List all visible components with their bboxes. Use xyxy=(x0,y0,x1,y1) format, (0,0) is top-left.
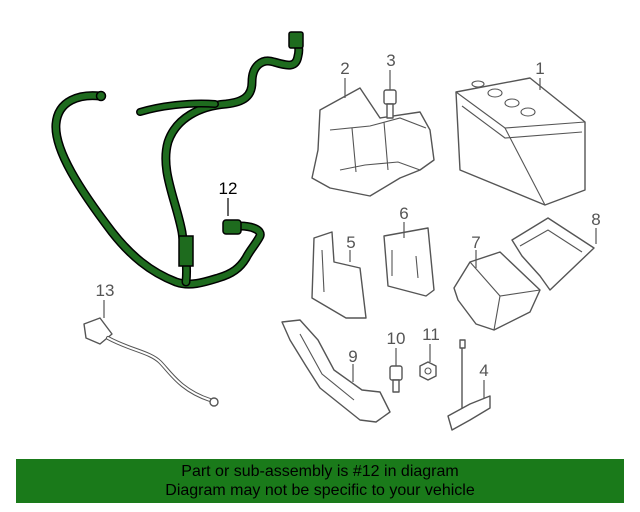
battery-cover-part-7 xyxy=(453,251,541,331)
insulation-panel-part-8 xyxy=(511,217,595,291)
callout-10: 10 xyxy=(387,329,406,348)
banner-line-1: Part or sub-assembly is #12 in diagram xyxy=(181,463,459,480)
bolt-part-10 xyxy=(389,365,403,393)
callout-13: 13 xyxy=(96,281,115,300)
hold-down-rod-part-4 xyxy=(447,339,491,431)
support-bracket-part-9 xyxy=(281,319,391,423)
cover-plate-part-6 xyxy=(383,227,435,297)
shield-part-5 xyxy=(311,231,367,319)
banner-line-2: Diagram may not be specific to your vehi… xyxy=(165,482,475,499)
callout-labels: 1 2 3 4 5 6 7 8 9 10 11 12 13 xyxy=(96,51,601,380)
callout-3: 3 xyxy=(386,51,395,70)
callout-8: 8 xyxy=(591,210,600,229)
callout-12: 12 xyxy=(219,179,238,198)
callout-11: 11 xyxy=(422,325,440,344)
callout-1: 1 xyxy=(535,59,544,78)
callout-7: 7 xyxy=(471,233,480,252)
info-banner: Part or sub-assembly is #12 in diagram D… xyxy=(16,459,624,503)
leader-lines xyxy=(103,70,597,398)
nut-part-11 xyxy=(419,361,437,381)
battery-cable-part-12[interactable] xyxy=(51,31,304,289)
bolt-part-3 xyxy=(383,89,397,119)
ground-cable-part-13 xyxy=(83,317,219,407)
callout-4: 4 xyxy=(479,361,488,380)
callout-9: 9 xyxy=(348,347,357,366)
battery-part-1 xyxy=(455,77,586,206)
battery-tray-part-2 xyxy=(311,87,435,197)
callout-2: 2 xyxy=(340,59,349,78)
callout-6: 6 xyxy=(399,204,408,223)
callout-5: 5 xyxy=(346,233,355,252)
